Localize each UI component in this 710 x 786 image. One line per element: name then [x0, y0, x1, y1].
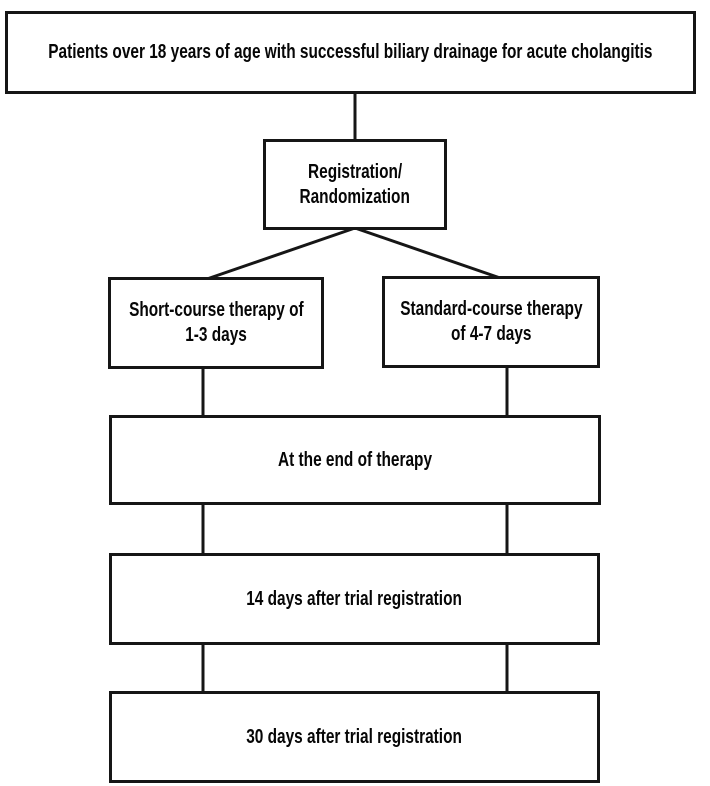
- node-end-of-therapy: At the end of therapy: [109, 415, 601, 505]
- node-standard-course-text-line1: Standard-course therapy: [399, 298, 583, 320]
- connector-registration-to-short-course: [203, 226, 356, 282]
- node-short-course-text-line2: 1-3 days: [185, 324, 247, 346]
- node-day-30-text: 30 days after trial registration: [246, 725, 463, 748]
- node-end-of-therapy-text: At the end of therapy: [277, 448, 432, 471]
- node-short-course-text-line1: Short-course therapy of: [128, 299, 304, 321]
- node-registration-text-line2: Randomization: [299, 185, 411, 208]
- node-registration-text-line1: Registration/: [307, 160, 403, 183]
- node-population: Patients over 18 years of age with succe…: [5, 11, 696, 94]
- node-population-text: Patients over 18 years of age with succe…: [48, 41, 653, 63]
- node-short-course-therapy: Short-course therapy of 1-3 days: [108, 277, 324, 369]
- node-day-14: 14 days after trial registration: [109, 553, 600, 645]
- node-standard-course-therapy: Standard-course therapy of 4-7 days: [382, 276, 600, 368]
- node-standard-course-text-line2: of 4-7 days: [450, 323, 532, 345]
- connector-registration-to-standard-course: [354, 226, 507, 282]
- node-day-14-text: 14 days after trial registration: [246, 587, 463, 610]
- node-day-30: 30 days after trial registration: [109, 691, 600, 783]
- node-registration: Registration/ Randomization: [263, 139, 447, 230]
